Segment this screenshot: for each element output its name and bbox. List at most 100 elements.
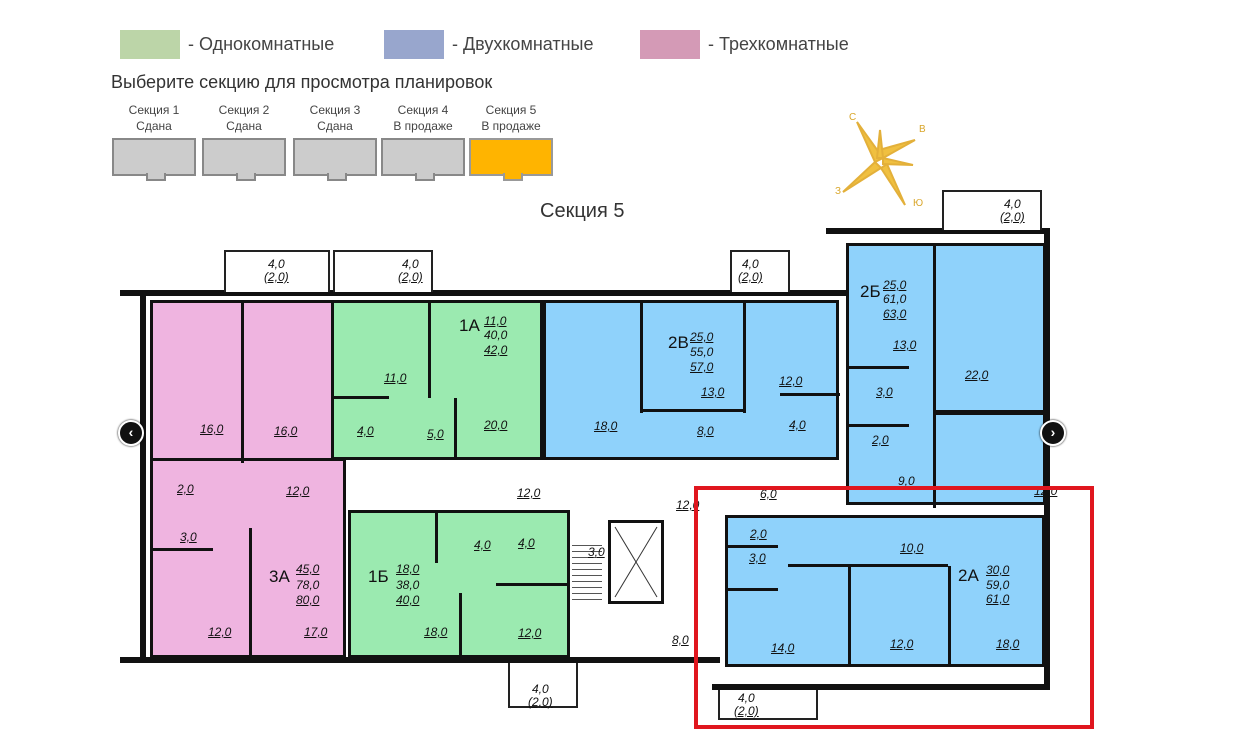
wall: [496, 583, 568, 586]
total-area: 55,0: [690, 345, 714, 359]
wall: [788, 564, 948, 567]
room-area: 18,0: [424, 625, 448, 639]
balcony-area-reduced: (2,0): [264, 270, 289, 284]
room-area: 12,0: [208, 625, 232, 639]
balcony-area: 4,0: [1004, 197, 1021, 211]
room-area: 18,0: [594, 419, 618, 433]
wall: [435, 513, 438, 563]
section-shape-notch: [236, 173, 256, 181]
total-area: 38,0: [396, 578, 420, 592]
legend-label-one-room: - Однокомнатные: [188, 34, 335, 54]
section-2-button[interactable]: Секция 2 Сдана: [202, 102, 286, 181]
next-arrow-button[interactable]: ›: [1040, 420, 1066, 446]
section-name: Секция 3: [309, 103, 361, 117]
room-area: 4,0: [789, 418, 806, 432]
legend-swatch-three-room: [640, 30, 700, 59]
room-area: 4,0: [357, 424, 374, 438]
room-area: 14,0: [771, 641, 795, 655]
balcony-area-reduced: (2,0): [1000, 210, 1025, 224]
apartment-3a[interactable]: [150, 300, 346, 658]
staircase: [572, 540, 602, 600]
wall: [933, 246, 936, 508]
total-area-with-balcony: 57,0: [690, 360, 714, 374]
wall: [780, 393, 840, 396]
section-shape-notch: [146, 173, 166, 181]
balcony-area-reduced: (2,0): [738, 270, 763, 284]
wall: [640, 409, 746, 412]
prev-arrow-button[interactable]: ‹: [118, 420, 144, 446]
wall: [120, 657, 720, 663]
wall: [849, 424, 909, 427]
section-name: Секция 2: [218, 103, 270, 117]
section-1-button[interactable]: Секция 1 Сдана: [112, 102, 196, 181]
balcony-area-reduced: (2,0): [398, 270, 423, 284]
section-shape-notch: [327, 173, 347, 181]
balcony-area: 4,0: [532, 682, 549, 696]
total-area: 61,0: [883, 292, 907, 306]
room-area: 6,0: [760, 487, 777, 501]
room-area: 13,0: [893, 338, 917, 352]
section-3-button[interactable]: Секция 3 Сдана: [293, 102, 377, 181]
section-status: Сдана: [136, 119, 172, 133]
section-4-button[interactable]: Секция 4 В продаже: [381, 102, 465, 181]
apartment-2a[interactable]: [725, 515, 1045, 667]
balcony-area: 4,0: [738, 691, 755, 705]
wall: [140, 290, 146, 663]
room-area: 12,0: [286, 484, 310, 498]
room-area: 10,0: [900, 541, 924, 555]
wall: [743, 303, 746, 413]
balcony-area: 4,0: [402, 257, 419, 271]
room-area: 3,0: [180, 530, 197, 544]
wall: [728, 545, 778, 548]
wall: [848, 566, 851, 666]
section-name: Секция 5: [485, 103, 537, 117]
room-area: 16,0: [200, 422, 224, 436]
room-area: 22,0: [965, 368, 989, 382]
apartment-code: 1А: [459, 316, 480, 335]
wall: [728, 588, 778, 591]
compass-west: З: [835, 186, 842, 197]
wall: [826, 228, 1046, 234]
section-shape-notch: [503, 173, 523, 181]
legend-swatch-one-room: [120, 30, 180, 59]
wall: [153, 458, 343, 461]
section-shape: [469, 138, 553, 176]
room-area: 4,0: [474, 538, 491, 552]
apartment-2b[interactable]: [846, 243, 1046, 508]
apartment-1b[interactable]: [348, 510, 570, 661]
apartment-2v[interactable]: [543, 300, 840, 460]
room-area: 9,0: [898, 474, 915, 488]
apartment-code: 2А: [958, 566, 979, 585]
apartment-1a[interactable]: [331, 300, 543, 460]
room-area: 18,0: [996, 637, 1020, 651]
room-area: 3,0: [876, 385, 893, 399]
section-shape: [202, 138, 286, 176]
total-area-with-balcony: 61,0: [986, 592, 1010, 606]
wall: [241, 303, 244, 463]
wall: [249, 528, 252, 658]
total-area-with-balcony: 40,0: [396, 593, 420, 607]
wall: [933, 410, 1043, 415]
section-name: Секция 4: [397, 103, 449, 117]
room-area: 12,0: [779, 374, 803, 388]
section-status: В продаже: [481, 119, 541, 133]
balcony: [942, 190, 1042, 230]
legend-swatch-two-room: [384, 30, 444, 59]
room-area: 2,0: [750, 527, 767, 541]
section-5-button[interactable]: Секция 5 В продаже: [469, 102, 553, 181]
wall: [120, 290, 850, 296]
wall: [153, 548, 213, 551]
balcony: [508, 663, 578, 708]
room-area: 20,0: [484, 418, 508, 432]
living-area: 11,0: [484, 314, 507, 328]
room-area: 11,0: [384, 371, 407, 385]
wall: [712, 684, 1050, 690]
plan-title: Секция 5: [540, 200, 625, 222]
wall: [454, 398, 457, 460]
section-shape: [381, 138, 465, 176]
room-area: 13,0: [701, 385, 725, 399]
room-area: 12,0: [518, 626, 542, 640]
room-area: 8,0: [697, 424, 714, 438]
wall: [640, 303, 643, 413]
room-area: 4,0: [518, 536, 535, 550]
